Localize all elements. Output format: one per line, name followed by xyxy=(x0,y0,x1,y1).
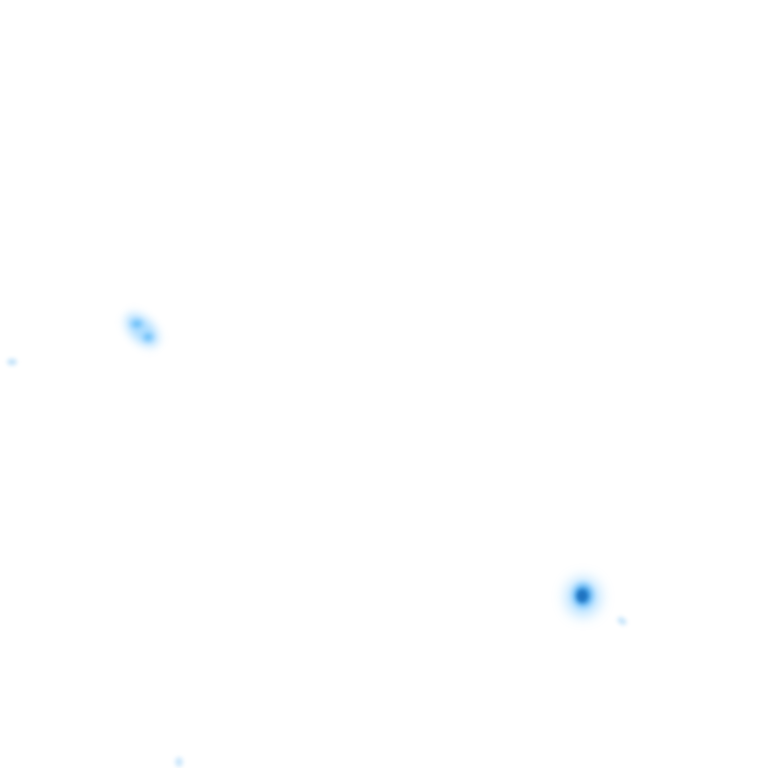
lower-right-blob xyxy=(566,578,600,616)
lower-right-speck xyxy=(617,616,627,626)
bottom-speck xyxy=(175,757,183,767)
far-left-speck xyxy=(7,358,17,366)
upper-left-blob xyxy=(125,313,159,347)
